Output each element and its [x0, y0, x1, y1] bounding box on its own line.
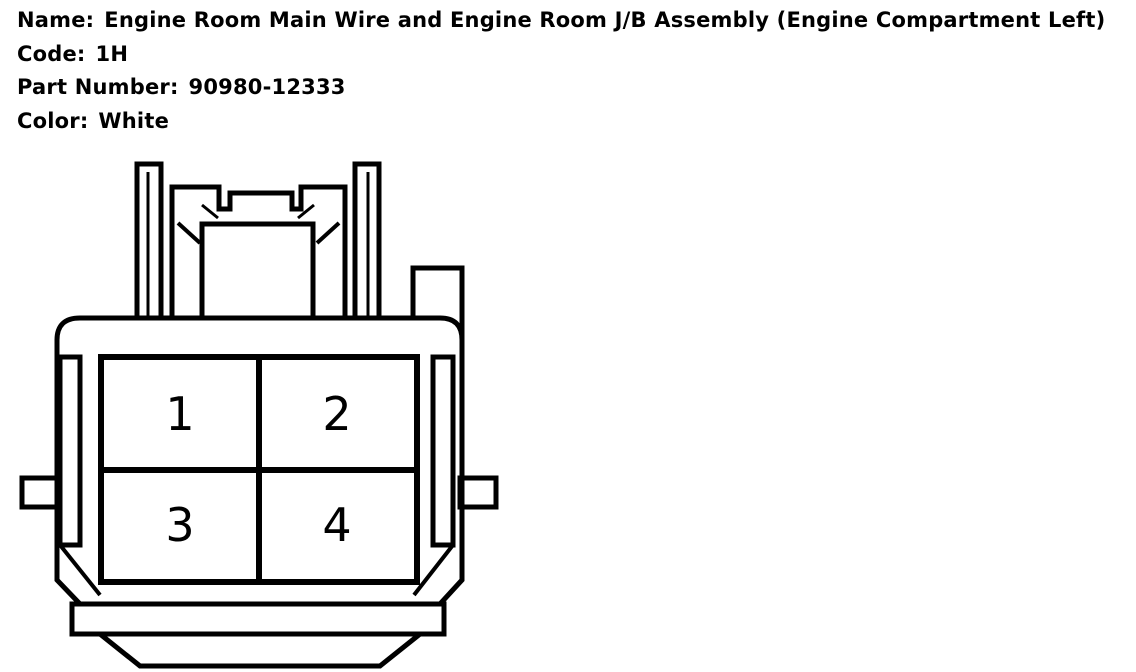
pin-number-3: 3: [165, 498, 194, 552]
latch-lock-tab: [199, 221, 316, 318]
part-number-label: Part Number:: [17, 75, 179, 99]
color-line: Color: White: [17, 105, 1105, 139]
part-number-line: Part Number: 90980-12333: [17, 71, 1105, 105]
connector-right-post: [410, 265, 465, 340]
color-label: Color:: [17, 108, 89, 133]
latch-lock-bevel-right: [315, 221, 341, 245]
latch-outer-frame-right: [352, 161, 382, 318]
left-lower-bevel: [58, 543, 102, 597]
latch-outer-frame: [134, 161, 164, 318]
connector-info-block: Name: Engine Room Main Wire and Engine Ro…: [17, 4, 1105, 138]
connector-base-foot: [98, 632, 422, 669]
pin-number-2: 2: [322, 387, 351, 441]
code-value: 1H: [95, 41, 129, 66]
code-line: Code: 1H: [17, 38, 1105, 72]
left-side-rail: [57, 354, 83, 548]
latch-lock-bevel-inner-left: [201, 203, 219, 220]
name-line: Name: Engine Room Main Wire and Engine Ro…: [17, 4, 1105, 38]
latch-lock-arm: [169, 184, 348, 318]
name-value: Engine Room Main Wire and Engine Room J/…: [104, 8, 1106, 32]
part-number-value: 90980-12333: [188, 75, 346, 99]
color-value: White: [98, 108, 170, 133]
latch-lock-bevel-left: [176, 221, 202, 245]
name-label: Name:: [17, 8, 95, 32]
connector-base-flange: [69, 601, 447, 637]
pin-number-1: 1: [165, 387, 194, 441]
right-side-tab: [457, 475, 499, 510]
left-side-tab: [19, 475, 61, 510]
right-side-rail: [430, 354, 456, 548]
connector-latch: [134, 161, 382, 318]
code-label: Code:: [17, 41, 86, 66]
latch-lock-bevel-inner-right: [297, 203, 315, 220]
pin-number-4: 4: [322, 498, 351, 552]
right-lower-bevel: [412, 543, 455, 597]
